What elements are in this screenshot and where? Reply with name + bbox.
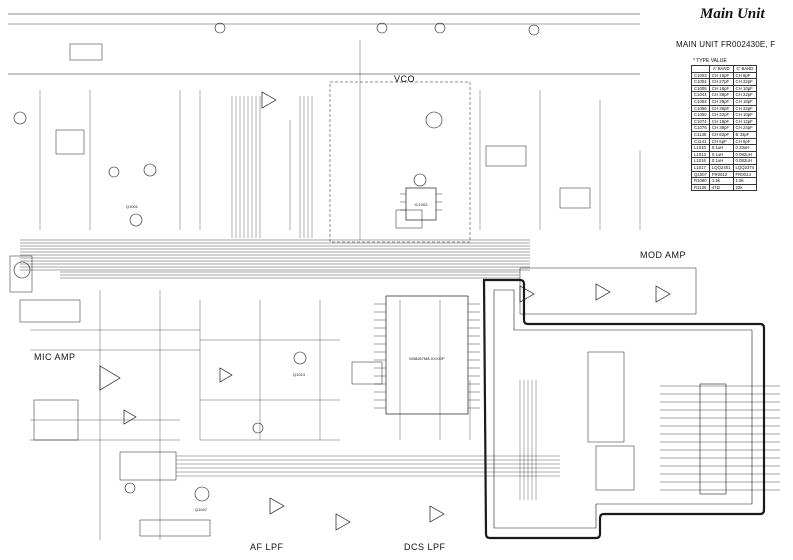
- type-value-cell: CH 39pF: [708, 97, 734, 106]
- mic-amp-label: MIC AMP: [34, 352, 76, 362]
- type-value-cell: CH 22pF: [732, 78, 758, 86]
- type-value-cell: CH 22pF: [732, 104, 758, 113]
- type-value-cell: 1.8k: [732, 177, 758, 185]
- type-value-cell: FR0014: [732, 170, 758, 179]
- type-value-cell: 22k: [732, 183, 758, 192]
- type-value-cell: R1080: [691, 177, 710, 185]
- type-value-cell: CH 39pF: [708, 104, 734, 113]
- type-value-cell: LQQ2374: [732, 163, 758, 172]
- type-value-cell: Q1007: [691, 170, 710, 179]
- type-value-cell: 1.5k: [708, 177, 734, 185]
- cpu-chip-label: M38267M8-XXXGP: [409, 356, 444, 361]
- q1001-transistor: Q1001: [126, 204, 139, 209]
- type-value-cell: CH 12pF: [732, 117, 758, 126]
- type-value-cell: C1005: [691, 84, 710, 93]
- type-value-cell: CH 39pF: [708, 91, 734, 99]
- q1013-transistor: Q1013: [293, 372, 306, 377]
- page-subtitle: MAIN UNIT FR002430E, F: [676, 40, 776, 49]
- type-value-cell: CH 22pF: [708, 111, 734, 119]
- type-value-cell: 0.1uH: [708, 157, 734, 165]
- type-value-cell: CH 10pF: [732, 111, 758, 119]
- type-value-cell: 0.33uH: [732, 144, 758, 152]
- type-value-cell: CH 18pF: [708, 84, 734, 93]
- type-value-cell: CH 10pF: [732, 84, 758, 93]
- type-value-cell: CH 27pF: [708, 78, 734, 86]
- type-value-cell: C1074: [691, 117, 710, 126]
- type-value-cell: CH 82pF: [708, 130, 734, 139]
- q1001-label: Q1001: [126, 204, 139, 209]
- type-value-cell: L1013: [691, 150, 710, 159]
- type-value-cell: C1004: [691, 78, 710, 86]
- type-value-cell: L1010: [691, 144, 710, 152]
- type-value-cell: C1003: [691, 71, 710, 80]
- type-value-cell: C1044: [691, 91, 710, 99]
- type-value-cell: C1138: [691, 130, 710, 139]
- type-value-cell: 47Ω: [708, 183, 734, 192]
- cpu-chip: M38267M8-XXXGP: [374, 295, 480, 415]
- af-lpf-label: AF LPF: [250, 542, 284, 552]
- type-value-cell: 0.082uH: [732, 150, 758, 159]
- type-value-column-header: A' BAND: [708, 65, 734, 73]
- type-value-cell: C1060: [691, 111, 710, 119]
- type-value-cell: CH 8pF: [732, 71, 758, 80]
- q1047-transistor: Q1047: [195, 507, 208, 512]
- type-value-cell: CH 22pF: [732, 91, 758, 99]
- type-value-cell: CH 39pF: [708, 124, 734, 132]
- q1047-label: Q1047: [195, 507, 208, 512]
- type-value-column-header: [691, 65, 710, 73]
- type-value-cell: C1076: [691, 124, 710, 132]
- q1013-label: Q1013: [293, 372, 306, 377]
- type-value-cell: L1016: [691, 157, 710, 165]
- type-value-cell: LQQ2401: [708, 163, 734, 172]
- type-value-cell: 0.082uH: [732, 157, 758, 165]
- type-value-cell: B 33pF: [732, 130, 758, 139]
- type-value-cell: CH 18pF: [732, 97, 758, 106]
- mod-amp-label: MOD AMP: [640, 250, 687, 260]
- type-value-heading: * TYPE VALUE: [693, 58, 727, 64]
- type-value-cell: L1017: [691, 163, 710, 172]
- vco-label: VCO: [394, 74, 416, 84]
- type-value-cell: CH 5pF: [732, 137, 758, 146]
- type-value-cell: FR0012: [708, 170, 734, 179]
- type-value-cell: 0.1uH: [708, 150, 734, 159]
- type-value-cell: C1056: [691, 104, 710, 113]
- page-title: Main Unit: [700, 6, 765, 22]
- type-value-cell: C1054: [691, 97, 710, 106]
- type-value-cell: CH 18pF: [708, 117, 734, 126]
- type-value-cell: 0.1uH: [708, 144, 734, 152]
- dcs-lpf-label: DCS LPF: [404, 542, 446, 552]
- ic1003-label: IC1003: [415, 202, 429, 207]
- ic1003-chip: IC1003: [400, 187, 442, 221]
- type-value-cell: CH 15pF: [708, 71, 734, 80]
- type-value-column-header: C' BAND: [732, 65, 758, 73]
- type-value-cell: CH 24pF: [732, 124, 758, 132]
- type-value-cell: CH 5pF: [708, 137, 734, 146]
- type-value-cell: C1141: [691, 137, 710, 146]
- type-value-cell: R1136: [691, 183, 710, 192]
